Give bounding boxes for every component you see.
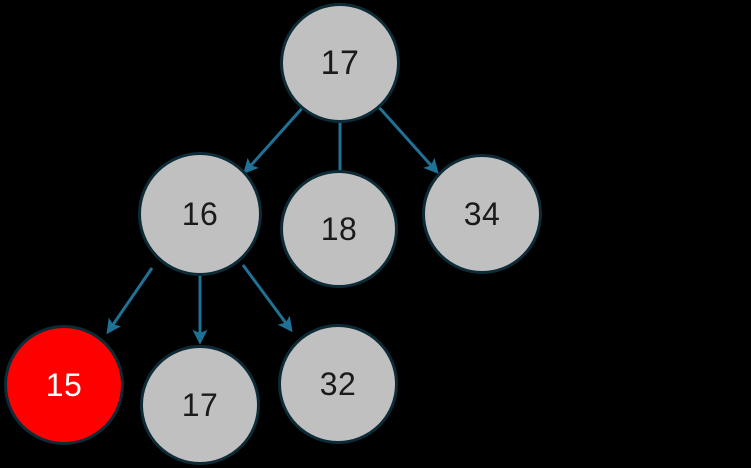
tree-edge <box>241 264 293 333</box>
tree-node-n16[interactable]: 16 <box>138 152 262 276</box>
tree-node-label: 17 <box>320 44 360 82</box>
tree-edge <box>106 267 154 335</box>
tree-node-label: 32 <box>319 366 357 402</box>
tree-node-root[interactable]: 17 <box>280 3 400 123</box>
tree-edge <box>375 103 439 175</box>
tree-node-label: 17 <box>181 387 219 423</box>
tree-node-n34[interactable]: 34 <box>422 154 542 274</box>
tree-node-label: 15 <box>45 367 83 403</box>
tree-node-n17b[interactable]: 17 <box>140 345 260 465</box>
tree-node-n32[interactable]: 32 <box>278 324 398 444</box>
tree-edge <box>243 103 307 175</box>
tree-node-label: 16 <box>181 196 219 232</box>
tree-node-n15[interactable]: 15 <box>4 325 124 445</box>
tree-node-label: 18 <box>320 211 358 247</box>
tree-node-label: 34 <box>463 196 501 232</box>
tree-node-n18[interactable]: 18 <box>280 170 398 288</box>
